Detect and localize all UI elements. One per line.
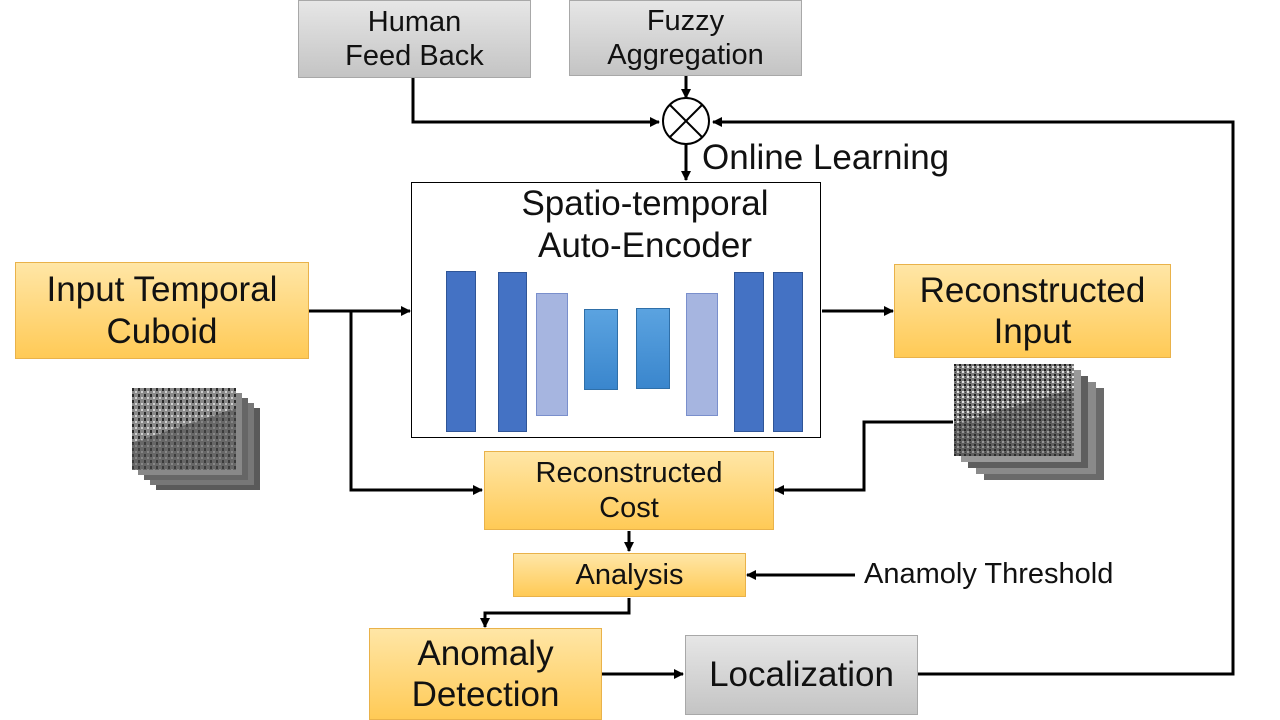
analysis-label: Analysis (575, 558, 684, 591)
autoencoder-title: Spatio-temporal Auto-Encoder (521, 184, 769, 265)
human-feedback-label: Human Feed Back (345, 5, 484, 72)
bottleneck-layer-1 (584, 309, 618, 390)
reconstructed-frames-thumbnail (954, 364, 1104, 480)
decoder-layer-3 (773, 272, 803, 432)
reconstructed-input-label: Reconstructed Input (919, 270, 1146, 351)
bottleneck-layer-2 (636, 308, 670, 389)
reconstructed-cost-box: Reconstructed Cost (484, 451, 774, 530)
arrow-reconstruction-to-cost (774, 420, 953, 495)
human-feedback-box: Human Feed Back (298, 0, 531, 78)
arrow-analysis-to-detection (480, 598, 631, 628)
aggregation-node (662, 97, 710, 145)
decoder-layer-2 (734, 272, 764, 432)
input-temporal-cuboid-box: Input Temporal Cuboid (15, 262, 309, 359)
decoder-layer-1 (686, 293, 718, 416)
localization-label: Localization (709, 655, 894, 695)
encoder-layer-1 (446, 271, 476, 432)
fuzzy-aggregation-box: Fuzzy Aggregation (569, 0, 802, 76)
anomaly-detection-label: Anomaly Detection (411, 633, 560, 714)
localization-box: Localization (685, 635, 918, 715)
anomaly-threshold-label: Anamoly Threshold (864, 558, 1114, 590)
arrow-localization-feedback (712, 117, 1235, 676)
arrow-input-to-cost (349, 311, 483, 495)
arrow-human-feedback-to-aggregator (411, 78, 660, 127)
analysis-box: Analysis (513, 553, 746, 597)
anomaly-detection-box: Anomaly Detection (369, 628, 602, 720)
fuzzy-aggregation-label: Fuzzy Aggregation (607, 4, 764, 71)
reconstructed-input-box: Reconstructed Input (894, 264, 1171, 358)
online-learning-label: Online Learning (702, 138, 950, 177)
input-temporal-cuboid-label: Input Temporal Cuboid (46, 270, 278, 351)
reconstructed-cost-label: Reconstructed Cost (535, 457, 723, 524)
encoder-layer-3 (536, 293, 568, 416)
input-frames-thumbnail (132, 388, 260, 490)
encoder-layer-2 (498, 272, 527, 432)
